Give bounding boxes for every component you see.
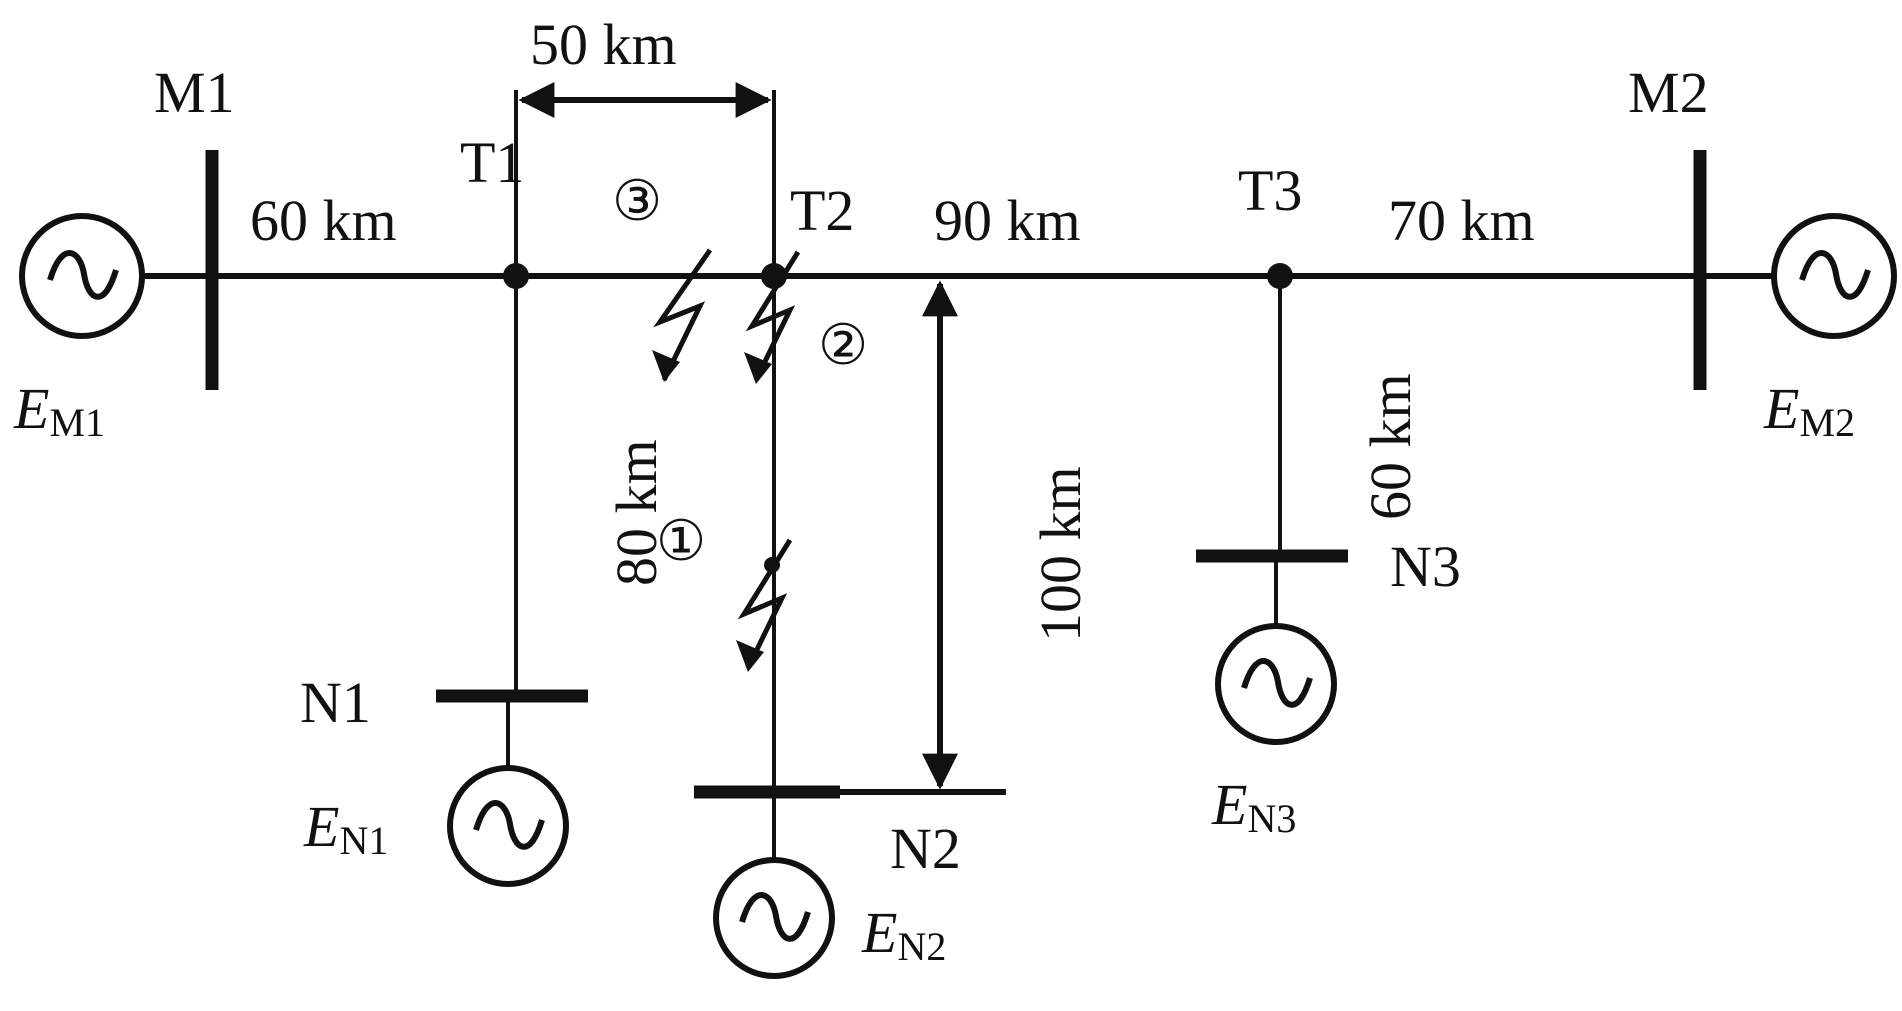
source-en3	[1215, 623, 1337, 745]
fault-symbol-3	[652, 248, 713, 382]
label-t3: T3	[1238, 158, 1302, 223]
fault-symbol-1	[736, 538, 793, 672]
distance-m1-t1: 60 km	[250, 188, 397, 253]
source-label-em1: EM1	[13, 376, 105, 445]
distance-t3-m2: 70 km	[1388, 188, 1535, 253]
distance-t2-n2: 100 km	[1028, 466, 1093, 642]
fault-symbol-2	[744, 250, 801, 384]
source-en2	[713, 857, 835, 979]
source-en1	[447, 765, 569, 887]
label-n3: N3	[1390, 534, 1461, 599]
label-t1: T1	[460, 130, 524, 195]
source-em2	[1771, 213, 1897, 339]
distance-t3-n3: 60 km	[1358, 373, 1423, 520]
distance-t1-t2: 50 km	[530, 12, 677, 77]
source-label-en3: EN3	[1211, 772, 1296, 841]
source-em1	[19, 213, 145, 339]
label-n2: N2	[890, 816, 961, 881]
source-label-en1: EN1	[303, 794, 388, 863]
source-label-em2: EM2	[1763, 376, 1855, 445]
fault-label-3: ③	[612, 169, 662, 234]
source-label-en2: EN2	[861, 900, 946, 969]
label-t2: T2	[790, 178, 854, 243]
distance-t1-n1: 80 km	[604, 439, 669, 586]
label-m1: M1	[154, 60, 235, 125]
fault-label-2: ②	[818, 313, 868, 378]
distance-t2-t3: 90 km	[934, 188, 1081, 253]
fault-label-1: ①	[656, 509, 706, 574]
label-n1: N1	[300, 670, 371, 735]
label-m2: M2	[1628, 60, 1709, 125]
